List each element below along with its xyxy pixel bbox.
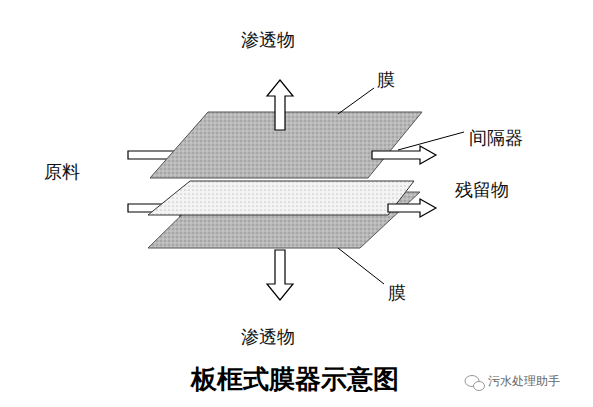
- watermark: 污水处理助手: [488, 375, 560, 388]
- spacer-label: 间隔器: [469, 128, 523, 148]
- permeate-label: 渗透物: [241, 30, 295, 50]
- permeate-arrow: [267, 250, 293, 300]
- spacer-sheet: [148, 181, 414, 215]
- membrane-label: 膜: [377, 70, 395, 90]
- leader-line: [398, 132, 464, 150]
- diagram-title: 板框式膜器示意图: [191, 366, 399, 395]
- retentate-label: 残留物: [455, 180, 509, 200]
- retentate-arrow: [388, 199, 436, 217]
- membrane-sheet: [150, 112, 422, 178]
- permeate-arrow: [267, 80, 293, 130]
- membrane-label: 膜: [388, 283, 406, 303]
- feed-label: 原料: [44, 162, 80, 182]
- leader-line: [338, 88, 374, 114]
- permeate-label: 渗透物: [241, 327, 295, 347]
- watermark-icon: [465, 376, 485, 391]
- leader-line: [338, 248, 384, 284]
